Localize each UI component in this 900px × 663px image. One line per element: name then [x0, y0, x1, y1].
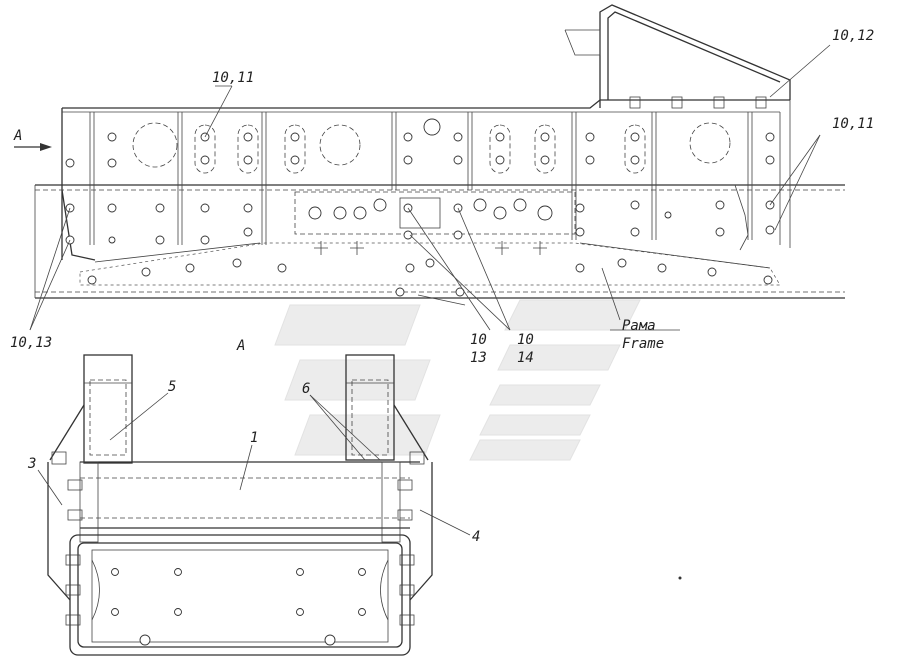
stiffeners: [89, 112, 753, 245]
callout-top-right: 10,12: [832, 28, 874, 44]
stray-dot: [678, 576, 682, 580]
frame-side-view: [34, 4, 845, 299]
top-leader-lines: [29, 44, 831, 331]
view-arrow: [14, 143, 52, 151]
callout-mid-2-a: 10: [517, 332, 534, 348]
section-a-view: [37, 354, 471, 656]
frame-label-en: Frame: [622, 336, 664, 352]
part-3-label: 3: [27, 456, 36, 472]
part-6-label: 6: [302, 381, 310, 397]
part-4-label: 4: [472, 529, 480, 545]
frame-label-ru: Рама: [622, 318, 656, 334]
callout-top-left: 10,11: [212, 70, 254, 86]
part-5-label: 5: [168, 379, 176, 395]
callout-bottom-left: 10,13: [10, 335, 52, 351]
callout-mid-2-b: 14: [517, 350, 534, 366]
callout-mid-1-a: 10: [470, 332, 487, 348]
view-arrow-label: A: [13, 128, 22, 144]
frame-holes: [65, 132, 775, 297]
callout-mid-1-b: 13: [470, 350, 487, 366]
top-studs: [629, 96, 767, 109]
labels: A A 10,11 10,12 10,11 10,13 10 13 10 14 …: [10, 28, 874, 545]
watermark: [274, 299, 641, 461]
part-1-label: 1: [250, 430, 258, 446]
callout-right: 10,11: [832, 116, 874, 132]
section-a-label: A: [236, 338, 245, 354]
